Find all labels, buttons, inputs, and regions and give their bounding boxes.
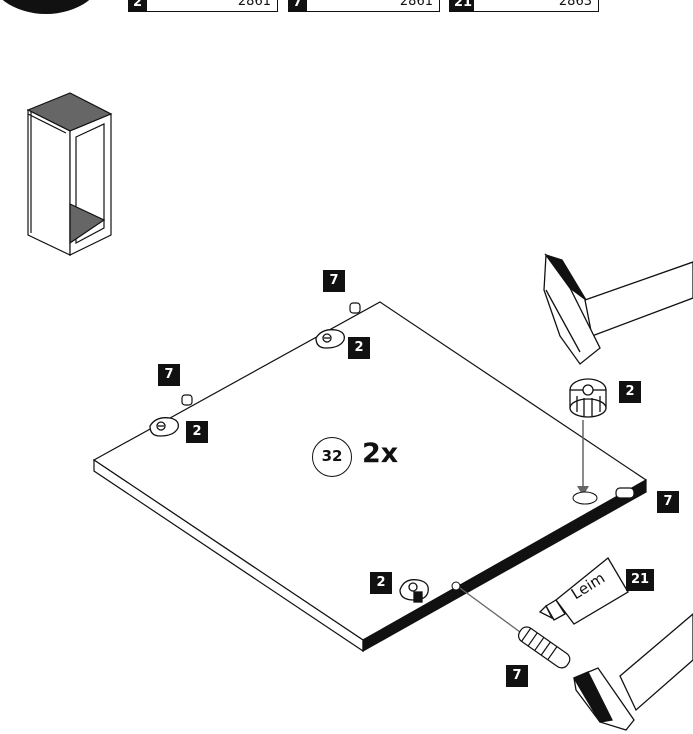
cam-fitting-front — [399, 579, 429, 603]
dowel-left — [181, 394, 193, 406]
panel-number-circle: 32 — [312, 437, 352, 477]
hammer-top — [543, 253, 693, 365]
cabinet-thumbnail — [26, 92, 113, 256]
dowel-top — [349, 302, 361, 314]
glue-tube — [538, 557, 629, 625]
cam-fitting-top — [315, 329, 345, 349]
dowel-guide-line — [459, 587, 521, 633]
panel-quantity: 2x — [362, 438, 399, 469]
dowel-bottom — [517, 626, 571, 669]
callout-cam-right: 2 — [619, 381, 641, 403]
part-number: 7 — [289, 0, 307, 11]
part-number: 21 — [450, 0, 474, 11]
callout-glue: 21 — [626, 569, 654, 591]
dowel-hole — [451, 581, 461, 591]
callout-cam-front: 2 — [370, 572, 392, 594]
callout-dowel-top: 7 — [323, 270, 345, 292]
part-code: 2861 — [399, 0, 433, 9]
callout-cam-top: 2 — [348, 337, 370, 359]
dowel-right — [615, 487, 635, 499]
callout-dowel-right: 7 — [657, 491, 679, 513]
part-number: 2 — [129, 0, 147, 11]
panel-32 — [92, 301, 648, 653]
cam-lock-right — [569, 378, 607, 418]
cam-hole — [572, 491, 598, 505]
parts-bar-item: 2 2861 — [128, 0, 278, 12]
part-code: 2863 — [558, 0, 592, 9]
hammer-bottom — [573, 613, 693, 731]
callout-cam-left: 2 — [186, 421, 208, 443]
callout-dowel-bottom: 7 — [506, 665, 528, 687]
callout-dowel-left: 7 — [158, 364, 180, 386]
cam-fitting-left — [149, 417, 179, 437]
arrow-head — [577, 486, 589, 496]
parts-bar-item: 7 2861 — [288, 0, 440, 12]
parts-bar-item: 21 2863 — [449, 0, 599, 12]
part-code: 2861 — [237, 0, 271, 9]
